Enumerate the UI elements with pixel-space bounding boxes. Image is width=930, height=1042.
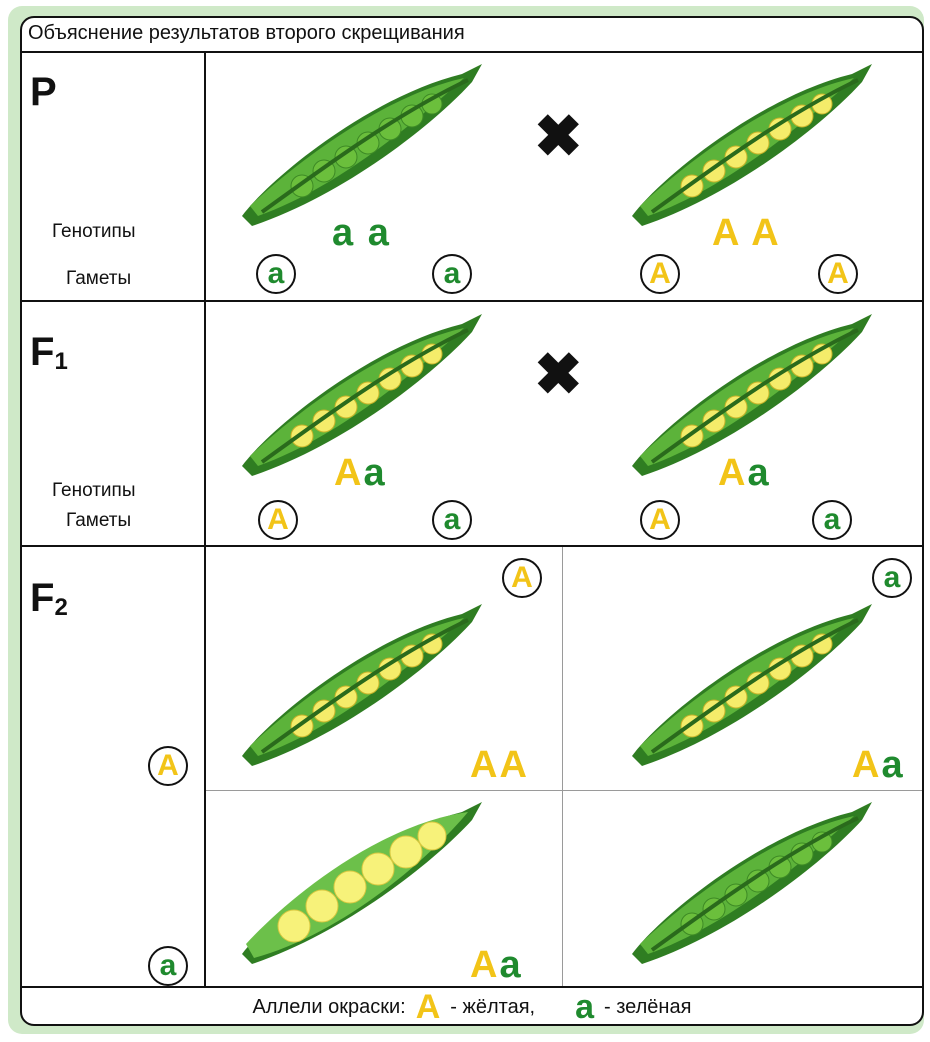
pea-pod-green (232, 56, 492, 226)
cross-symbol-p: ✖ (534, 108, 583, 166)
legend-prefix: Аллели окраски: (253, 996, 406, 1019)
allele: A (470, 744, 499, 786)
p-f1-divider (22, 300, 922, 302)
gamete-circle: a (148, 946, 188, 986)
label-column-divider (204, 51, 206, 986)
f2-genotype-heterozygous-bottom: Aa (470, 946, 523, 984)
allele: a (499, 944, 522, 986)
legend-recessive-letter: a (575, 988, 594, 1027)
f1-genotypes-label: Генотипы (52, 480, 136, 502)
gamete-circle: a (256, 254, 296, 294)
gamete-circle: a (432, 500, 472, 540)
gamete-circle: A (818, 254, 858, 294)
f1-genotype-left: Aa (334, 454, 387, 492)
generation-f2-label: F2 (30, 576, 68, 622)
pea-pod-yellow (622, 56, 882, 226)
allele: A (712, 212, 740, 254)
diagram-panel: Объяснение результатов второго скрещиван… (20, 16, 924, 1026)
pea-pod-yellow (622, 306, 882, 476)
generation-f1-letter: F (30, 330, 54, 374)
gamete-circle: a (432, 254, 472, 294)
p-genotype-left: a a (332, 214, 391, 252)
cross-symbol-f1: ✖ (534, 346, 583, 404)
f2-genotype-aa-dominant: AA (470, 746, 529, 784)
generation-f1-subscript: 1 (54, 348, 67, 375)
gamete-circle: a (872, 558, 912, 598)
legend-dominant-letter: A (416, 988, 441, 1027)
pea-pod-green (622, 794, 882, 964)
allele-legend: Аллели окраски: A - жёлтая, a - зелёная (22, 988, 922, 1026)
p-genotypes-label: Генотипы (52, 221, 136, 243)
allele: a (363, 452, 386, 494)
gamete-circle: A (502, 558, 542, 598)
allele: a (747, 452, 770, 494)
gamete-circle: a (812, 500, 852, 540)
f2-genotype-heterozygous-top: Aa (852, 746, 905, 784)
allele: A (751, 212, 780, 254)
gamete-circle: A (148, 746, 188, 786)
punnett-horizontal-line (206, 790, 924, 791)
allele: A (334, 452, 363, 494)
generation-p-label: P (30, 70, 57, 115)
allele: a (368, 212, 391, 254)
gamete-circle: A (258, 500, 298, 540)
allele: a (881, 744, 904, 786)
generation-f2-letter: F (30, 576, 54, 620)
pea-pod-yellow (232, 306, 492, 476)
title-divider (22, 51, 922, 53)
allele: A (470, 944, 499, 986)
f1-gametes-label: Гаметы (66, 510, 131, 532)
diagram-title: Объяснение результатов второго скрещиван… (28, 22, 465, 45)
pea-pod-yellow (232, 596, 492, 766)
allele: a (332, 212, 355, 254)
allele: A (852, 744, 881, 786)
generation-p-letter: P (30, 70, 57, 114)
legend-dominant-text: - жёлтая, (450, 996, 535, 1019)
allele: A (718, 452, 747, 494)
punnett-vertical-line (562, 547, 563, 986)
f1-f2-divider (22, 545, 922, 547)
p-genotype-right: A A (712, 214, 781, 252)
p-gametes-label: Гаметы (66, 268, 131, 290)
generation-f1-label: F1 (30, 330, 68, 376)
generation-f2-subscript: 2 (54, 594, 67, 621)
allele: A (499, 744, 528, 786)
legend-recessive-text: - зелёная (604, 996, 691, 1019)
gamete-circle: A (640, 254, 680, 294)
pea-pod-yellow (622, 596, 882, 766)
gamete-circle: A (640, 500, 680, 540)
f1-genotype-right: Aa (718, 454, 771, 492)
pea-pod-yellow-large (232, 794, 492, 964)
